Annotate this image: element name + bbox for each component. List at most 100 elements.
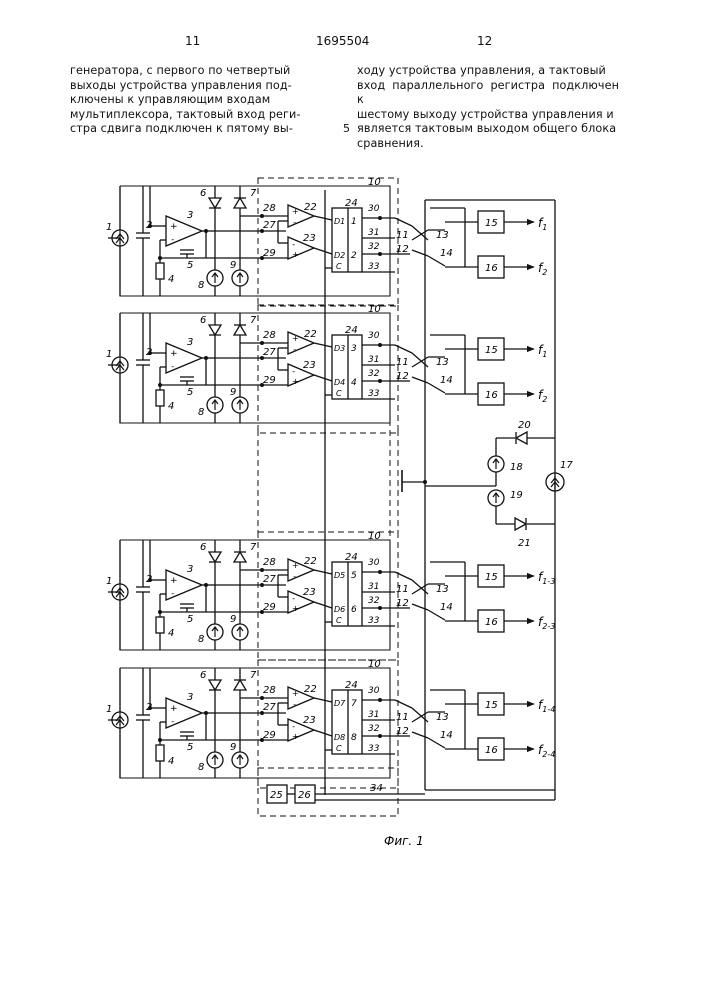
diode-icon [234,552,246,562]
register-input-label: D7 [334,699,346,708]
register-input-label: D3 [334,344,345,353]
label: - [293,700,296,710]
label: C [336,616,342,625]
label: 30 [368,204,380,214]
label: 8 [198,407,204,418]
label: 13 [436,584,449,595]
label: 23 [303,587,316,598]
label: 33 [368,616,380,626]
diode-icon [209,325,221,335]
label: 3 [187,337,193,348]
label: 7 [250,542,257,553]
register-input-label: D8 [334,733,345,742]
label: 32 [368,724,380,734]
label: + [292,604,299,613]
arrow-icon [237,627,243,637]
label: + [170,222,178,232]
junction-dot [158,738,162,742]
label: + [292,207,299,216]
junction-dot [158,610,162,614]
label: 10 [368,531,381,542]
label: 8 [198,280,204,291]
output-subscript: 1-3 [542,577,555,586]
output-label: f1-3 [538,570,555,586]
label: 13 [436,357,449,368]
arrow-icon [237,755,243,765]
label: 22 [304,329,317,340]
label: 33 [368,262,380,272]
output-label: f1-4 [538,698,555,714]
label: 30 [368,558,380,568]
resistor-icon [156,263,164,279]
circuit-block: 10123+-45678928272922+-23-+24D3D4C343031… [106,304,547,433]
diode-icon [234,198,246,208]
register-output-label: 2 [351,251,357,261]
label: 1 [106,222,112,233]
label: + [292,250,299,259]
wire [314,248,332,254]
circuit-blocks: 10123+-45678928272922+-23-+24D1D2C123031… [106,177,555,788]
junction-dot [378,698,382,702]
label: 6 [200,188,206,199]
label: - [171,362,174,372]
output-subscript: 2 [542,268,547,277]
label: 3 [187,564,193,575]
label: 18 [510,462,523,473]
label: 5 [187,742,193,753]
label: 23 [303,360,316,371]
wire [314,570,332,574]
label: 31 [368,228,379,238]
figure-caption: Фиг. 1 [384,834,424,848]
output-subscript: 1 [542,350,547,359]
label: 33 [368,389,380,399]
label: + [170,349,178,359]
label: 30 [368,686,380,696]
resistor-icon [156,390,164,406]
label: 8 [198,634,204,645]
label: 16 [485,617,498,628]
label: 14 [440,602,453,613]
label: 4 [168,628,174,639]
output-subscript: 2-4 [542,750,555,759]
circuit-block: 10123+-45678928272922+-23-+24D1D2C123031… [106,177,547,306]
label: 5 [187,387,193,398]
label: 4 [168,756,174,767]
label: 11 [396,230,409,241]
label: 27 [263,574,276,585]
register-output-label: 6 [351,605,357,615]
label: + [292,334,299,343]
label: 14 [440,375,453,386]
arrow-icon [212,273,218,283]
label: 28 [263,557,276,568]
diode-icon [209,680,221,690]
label: 27 [263,702,276,713]
label: - [292,594,295,604]
label: 15 [485,572,498,583]
label: 15 [485,700,498,711]
label: 11 [396,357,409,368]
junction-dot [378,216,382,220]
label: 6 [200,542,206,553]
arrow-icon [212,627,218,637]
circuit-block: 10123+-45678928272922+-23-+24D7D8C783031… [106,659,555,788]
output-subscript: 2-3 [542,622,555,631]
label: 21 [518,538,531,549]
wire [314,375,332,381]
wire [314,343,332,347]
label: 24 [345,325,358,336]
output-label: f1 [538,216,547,232]
label: 28 [263,330,276,341]
label: 11 [396,584,409,595]
label: 9 [230,387,236,398]
label: 30 [368,331,380,341]
label: 24 [345,198,358,209]
junction-dot [378,734,382,738]
label: 27 [263,347,276,358]
wire [314,698,332,702]
label: 22 [304,202,317,213]
output-subscript: 2 [542,395,547,404]
label: 6 [200,670,206,681]
diode-icon [209,198,221,208]
label: 31 [368,582,379,592]
label: - [171,235,174,245]
